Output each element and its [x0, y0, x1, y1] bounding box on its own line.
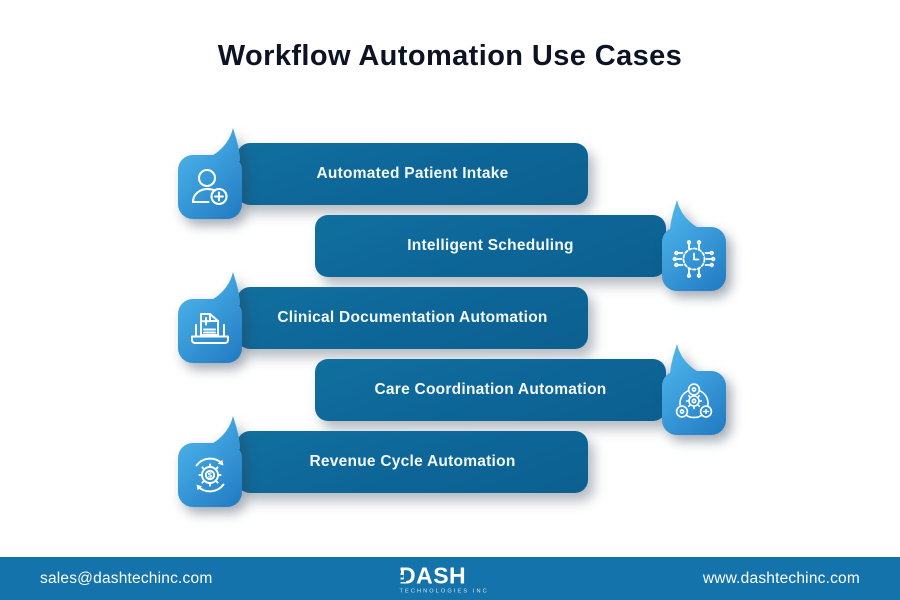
banner-clinical-docs: Clinical Documentation Automation	[237, 287, 588, 349]
revenue-cycle-gear-icon: $	[178, 416, 242, 507]
logo-wordmark: DASH	[399, 562, 466, 588]
footer-email-link[interactable]: sales@dashtechinc.com	[40, 569, 213, 587]
dash-technologies-logo: DASH TECHNOLOGIES INC	[397, 562, 489, 594]
add-patient-icon	[178, 128, 242, 219]
clinical-document-icon	[178, 272, 242, 363]
care-network-gear-icon	[662, 344, 726, 435]
banner-care-coordination: Care Coordination Automation	[315, 359, 666, 421]
smart-clock-circuit-icon	[662, 200, 726, 291]
banner-patient-intake: Automated Patient Intake	[237, 143, 588, 205]
dollar-glyph: $	[207, 471, 212, 480]
banner-label: Automated Patient Intake	[316, 165, 509, 182]
page-title: Workflow Automation Use Cases	[217, 40, 683, 72]
banner-revenue-cycle: Revenue Cycle Automation	[237, 431, 588, 493]
banner-label: Revenue Cycle Automation	[309, 453, 516, 470]
banner-label: Care Coordination Automation	[374, 381, 607, 398]
banner-scheduling: Intelligent Scheduling	[315, 215, 666, 277]
footer-website-link[interactable]: www.dashtechinc.com	[702, 569, 860, 587]
banner-label: Clinical Documentation Automation	[277, 309, 548, 326]
footer-bar: sales@dashtechinc.com DASH TECHNOLOGIES …	[0, 557, 900, 600]
banner-label: Intelligent Scheduling	[407, 237, 574, 254]
logo-tagline: TECHNOLOGIES INC	[400, 588, 489, 594]
